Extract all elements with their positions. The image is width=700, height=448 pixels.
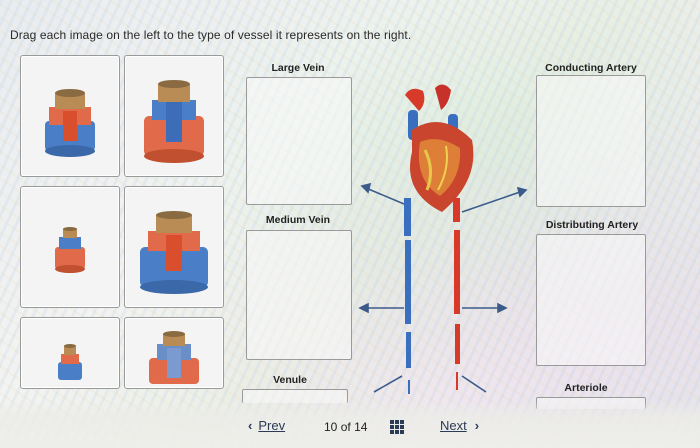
prev-label: Prev bbox=[258, 418, 286, 433]
vessel-image-4[interactable] bbox=[124, 186, 224, 308]
large-vein-label: Large Vein bbox=[271, 62, 325, 74]
vessel-cross-section-icon bbox=[55, 227, 85, 273]
vessel-image-5[interactable] bbox=[20, 317, 120, 389]
vessel-cross-section-icon bbox=[140, 211, 208, 294]
vessel-image-1[interactable] bbox=[20, 55, 120, 177]
heart-vessel-diagram bbox=[358, 84, 528, 394]
vessel-cross-section-icon bbox=[45, 89, 95, 157]
medium-vein-drop-zone[interactable] bbox=[246, 230, 352, 360]
vessel-cross-section-icon bbox=[144, 80, 204, 163]
prev-button[interactable]: ‹ Prev bbox=[248, 418, 285, 433]
vessel-image-2[interactable] bbox=[124, 55, 224, 177]
pointer-arrows bbox=[358, 182, 528, 393]
instruction-text: Drag each image on the left to the type … bbox=[10, 28, 412, 42]
grid-icon[interactable] bbox=[390, 420, 404, 434]
vein-column bbox=[404, 198, 411, 394]
artery-column bbox=[453, 198, 460, 390]
conducting-artery-label: Conducting Artery bbox=[545, 62, 637, 74]
next-label: Next bbox=[440, 418, 467, 433]
page-counter: 10 of 14 bbox=[324, 420, 367, 434]
venule-label: Venule bbox=[273, 374, 307, 386]
venule-drop-zone[interactable] bbox=[242, 389, 348, 403]
chevron-right-icon: › bbox=[474, 418, 480, 433]
distributing-artery-label: Distributing Artery bbox=[545, 219, 639, 231]
arteriole-label: Arteriole bbox=[564, 382, 608, 394]
next-button[interactable]: Next › bbox=[440, 418, 479, 433]
vessel-image-6[interactable] bbox=[124, 317, 224, 389]
heart-icon bbox=[405, 84, 474, 212]
total-pages: 14 bbox=[354, 420, 368, 434]
vessel-image-3[interactable] bbox=[20, 186, 120, 308]
conducting-artery-drop-zone[interactable] bbox=[536, 75, 646, 207]
vessel-cross-section-icon bbox=[58, 344, 82, 380]
bottom-fade bbox=[0, 400, 700, 448]
chevron-left-icon: ‹ bbox=[248, 418, 253, 433]
vessel-cross-section-icon bbox=[149, 331, 199, 384]
page-of: of bbox=[340, 420, 351, 434]
large-vein-drop-zone[interactable] bbox=[246, 77, 352, 205]
medium-vein-label: Medium Vein bbox=[265, 214, 331, 226]
distributing-artery-drop-zone[interactable] bbox=[536, 234, 646, 366]
current-page: 10 bbox=[324, 420, 338, 434]
